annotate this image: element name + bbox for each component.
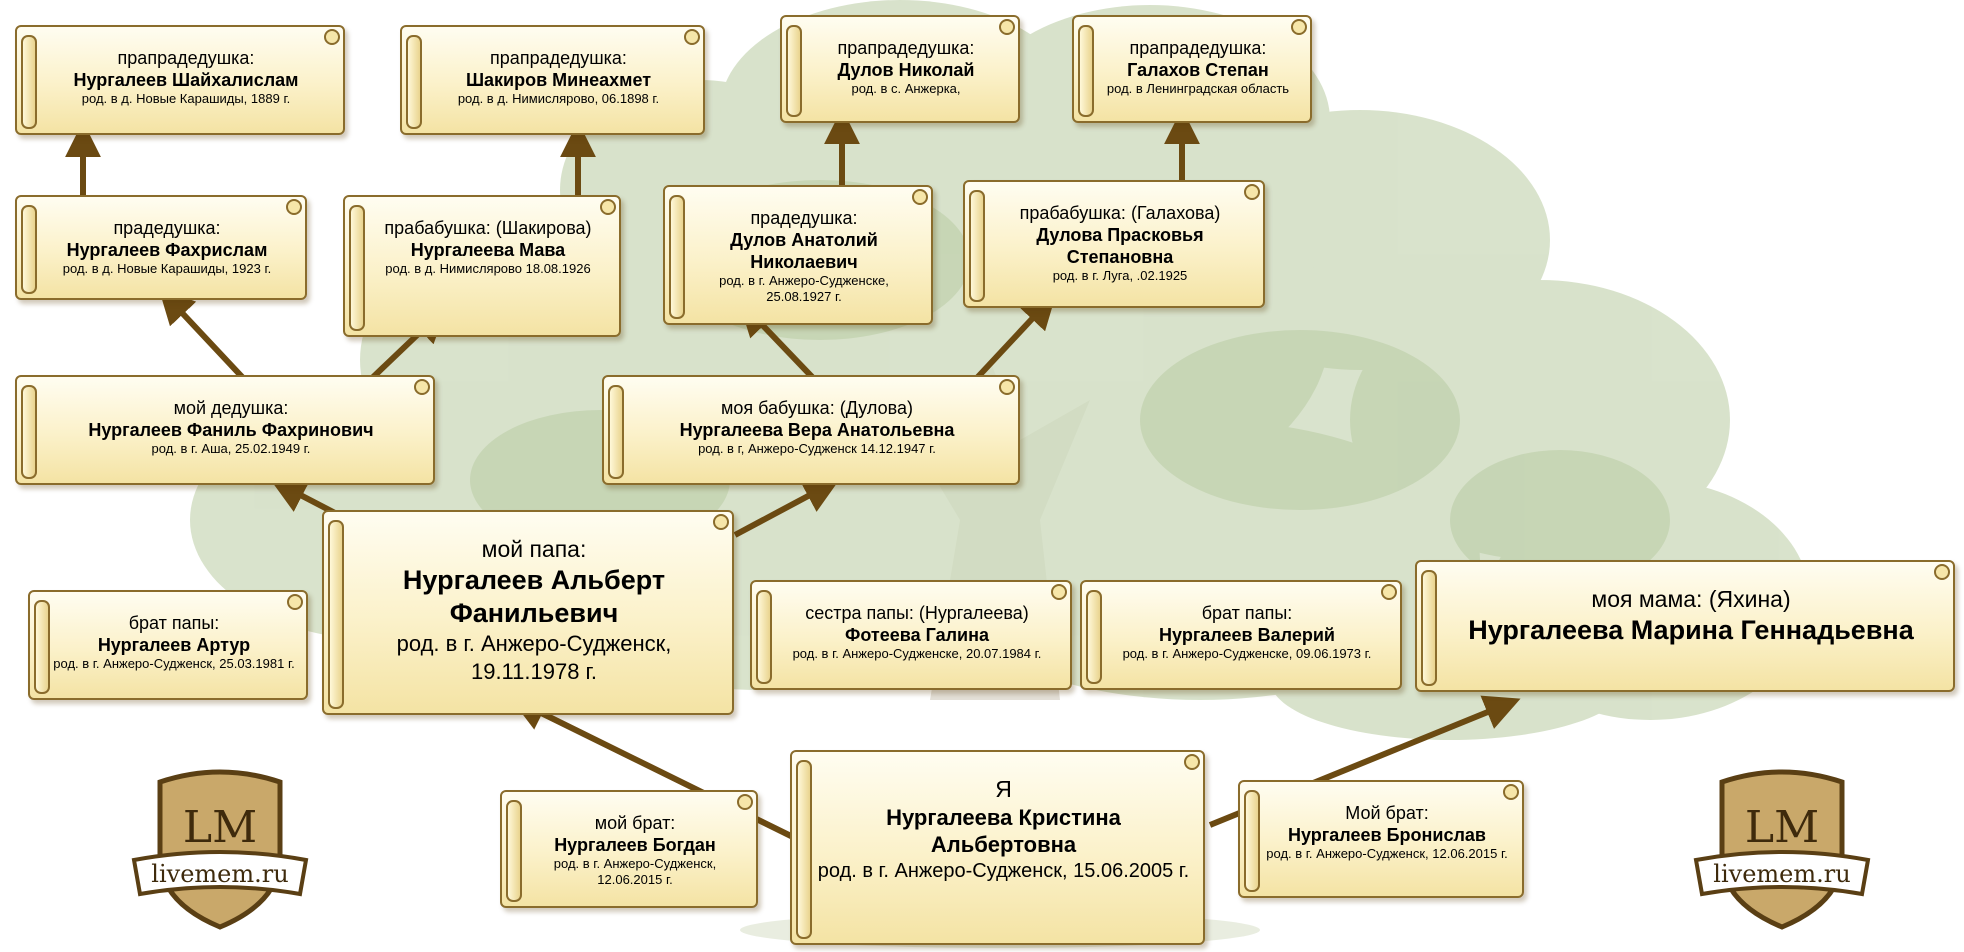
logo-monogram: LM xyxy=(183,802,257,853)
card-role: прадедушка: xyxy=(113,218,221,238)
card-name: Дулов Николай xyxy=(837,60,975,80)
card-mother[interactable]: моя мама: (Яхина) Нургалеева Марина Генн… xyxy=(1415,560,1955,692)
card-gf-anatoly[interactable]: прадедушка: Дулов Анатолий Николаевич ро… xyxy=(663,185,933,325)
card-birth: род. в г. Анжеро-Судженске, 09.06.1973 г… xyxy=(1122,646,1372,661)
card-name: Дулова Прасковья Степановна xyxy=(1036,225,1204,267)
card-birth: род. в г. Луга, .02.1925 xyxy=(1052,268,1188,283)
card-role: Я xyxy=(995,776,1012,802)
card-name: Галахов Степан xyxy=(1127,60,1269,80)
card-role: прапрадедушка: xyxy=(837,38,975,58)
card-name: Фотеева Галина xyxy=(845,625,989,645)
arrow-father-to-grandma xyxy=(733,479,840,538)
card-role: мой брат: xyxy=(594,813,676,833)
arrow-grandma-to-praskovya xyxy=(972,292,1057,383)
card-gf-fakhrislam[interactable]: прадедушка: Нургалеев Фахрислам род. в д… xyxy=(15,195,307,300)
card-brother-bronislav[interactable]: Мой брат: Нургалеев Бронислав род. в г. … xyxy=(1238,780,1524,898)
card-role: прадедушка: xyxy=(750,208,858,228)
card-role: Мой брат: xyxy=(1345,803,1429,823)
card-ggf-shakirov[interactable]: прапрадедушка: Шакиров Минеахмет род. в … xyxy=(400,25,705,135)
card-role: прапрадедушка: xyxy=(490,48,627,68)
logo-text: livemem.ru xyxy=(1713,860,1850,888)
card-role: моя бабушка: (Дулова) xyxy=(721,398,913,418)
card-role: прабабушка: (Шакирова) xyxy=(384,218,592,238)
card-birth: род. в г, Анжеро-Судженск 14.12.1947 г. xyxy=(698,441,936,456)
card-birth: род. в г. Аша, 25.02.1949 г. xyxy=(151,441,311,456)
livemem-logo-right: LM livemem.ru xyxy=(1693,769,1871,930)
card-father[interactable]: мой папа: Нургалеев Альберт Фанильевич р… xyxy=(322,510,734,715)
card-name: Нургалеева Мава xyxy=(410,240,566,260)
card-grandma[interactable]: моя бабушка: (Дулова) Нургалеева Вера Ан… xyxy=(602,375,1020,485)
card-ggf-nurgaleev[interactable]: прапрадедушка: Нургалеев Шайхалислам род… xyxy=(15,25,345,135)
card-role: брат папы: xyxy=(1201,603,1293,623)
card-birth: род. в г. Анжеро-Судженске, 25.08.1927 г… xyxy=(719,273,889,304)
card-name: Нургалеева Вера Анатольевна xyxy=(679,420,955,440)
card-name: Нургалеева Кристина Альбертовна xyxy=(886,805,1121,857)
card-name: Нургалеев Богдан xyxy=(554,835,716,855)
card-birth: род. в г. Анжеро-Судженск, 25.03.1981 г. xyxy=(53,656,295,671)
logo-monogram: LM xyxy=(1745,802,1819,853)
card-birth: род. в с. Анжерка, xyxy=(851,81,961,96)
card-name: Нургалеев Фахрислам xyxy=(66,240,268,260)
card-birth: род. в д. Новые Карашиды, 1923 г. xyxy=(62,261,272,276)
card-birth: род. в г. Анжеро-Судженск, 15.06.2005 г. xyxy=(817,860,1190,882)
card-role: прапрадедушка: xyxy=(1129,38,1267,58)
card-name: Нургалеев Валерий xyxy=(1159,625,1335,645)
arrow-grandpa-to-fakhrislam xyxy=(158,287,248,383)
card-role: мой папа: xyxy=(481,536,587,562)
card-name: Нургалеев Артур xyxy=(97,635,251,655)
card-uncle-artur[interactable]: брат папы: Нургалеев Артур род. в г. Анж… xyxy=(28,590,308,700)
card-birth: род. в г. Анжеро-Судженск, 19.11.1978 г. xyxy=(396,631,672,684)
card-role: моя мама: (Яхина) xyxy=(1591,586,1791,612)
card-gm-praskovya[interactable]: прабабушка: (Галахова) Дулова Прасковья … xyxy=(963,180,1265,308)
logo-text: livemem.ru xyxy=(151,860,288,888)
card-birth: род. в д. Нимислярово 18.08.1926 xyxy=(385,261,591,276)
card-name: Нургалеев Фаниль Фахринович xyxy=(88,420,374,440)
card-birth: род. в г. Анжеро-Судженск, 12.06.2015 г. xyxy=(553,856,717,887)
card-birth: род. в д. Нимислярово, 06.1898 г. xyxy=(457,91,660,106)
card-role: мой дедушка: xyxy=(173,398,289,418)
card-role: прабабушка: (Галахова) xyxy=(1019,203,1221,223)
card-name: Нургалеев Альберт Фанильевич xyxy=(402,565,666,628)
card-name: Нургалеева Марина Геннадьевна xyxy=(1468,615,1914,645)
card-birth: род. в Ленинградская область xyxy=(1106,81,1290,96)
card-name: Нургалеев Шайхалислам xyxy=(73,70,299,90)
card-name: Нургалеев Бронислав xyxy=(1288,825,1486,845)
card-grandpa[interactable]: мой дедушка: Нургалеев Фаниль Фахринович… xyxy=(15,375,435,485)
card-uncle-valery[interactable]: брат папы: Нургалеев Валерий род. в г. А… xyxy=(1080,580,1402,690)
arrow-father-to-grandpa xyxy=(270,479,337,516)
card-gm-mava[interactable]: прабабушка: (Шакирова) Нургалеева Мава р… xyxy=(343,195,621,337)
card-name: Дулов Анатолий Николаевич xyxy=(730,230,878,272)
card-role: сестра папы: (Нургалеева) xyxy=(805,603,1029,623)
card-me[interactable]: Я Нургалеева Кристина Альбертовна род. в… xyxy=(790,750,1205,945)
card-role: брат папы: xyxy=(128,613,220,633)
card-brother-bogdan[interactable]: мой брат: Нургалеев Богдан род. в г. Анж… xyxy=(500,790,758,908)
card-birth: род. в г. Анжеро-Судженске, 20.07.1984 г… xyxy=(792,646,1042,661)
card-name: Шакиров Минеахмет xyxy=(465,70,652,90)
livemem-logo-left: LM livemem.ru xyxy=(131,769,309,930)
card-aunt-galina[interactable]: сестра папы: (Нургалеева) Фотеева Галина… xyxy=(750,580,1072,690)
card-ggf-galakhov[interactable]: прапрадедушка: Галахов Степан род. в Лен… xyxy=(1072,15,1312,123)
card-role: прапрадедушка: xyxy=(117,48,255,68)
card-ggf-dulov[interactable]: прапрадедушка: Дулов Николай род. в с. А… xyxy=(780,15,1020,123)
card-birth: род. в д. Новые Карашиды, 1889 г. xyxy=(81,91,291,106)
card-birth: род. в г. Анжеро-Судженск, 12.06.2015 г. xyxy=(1266,846,1508,861)
